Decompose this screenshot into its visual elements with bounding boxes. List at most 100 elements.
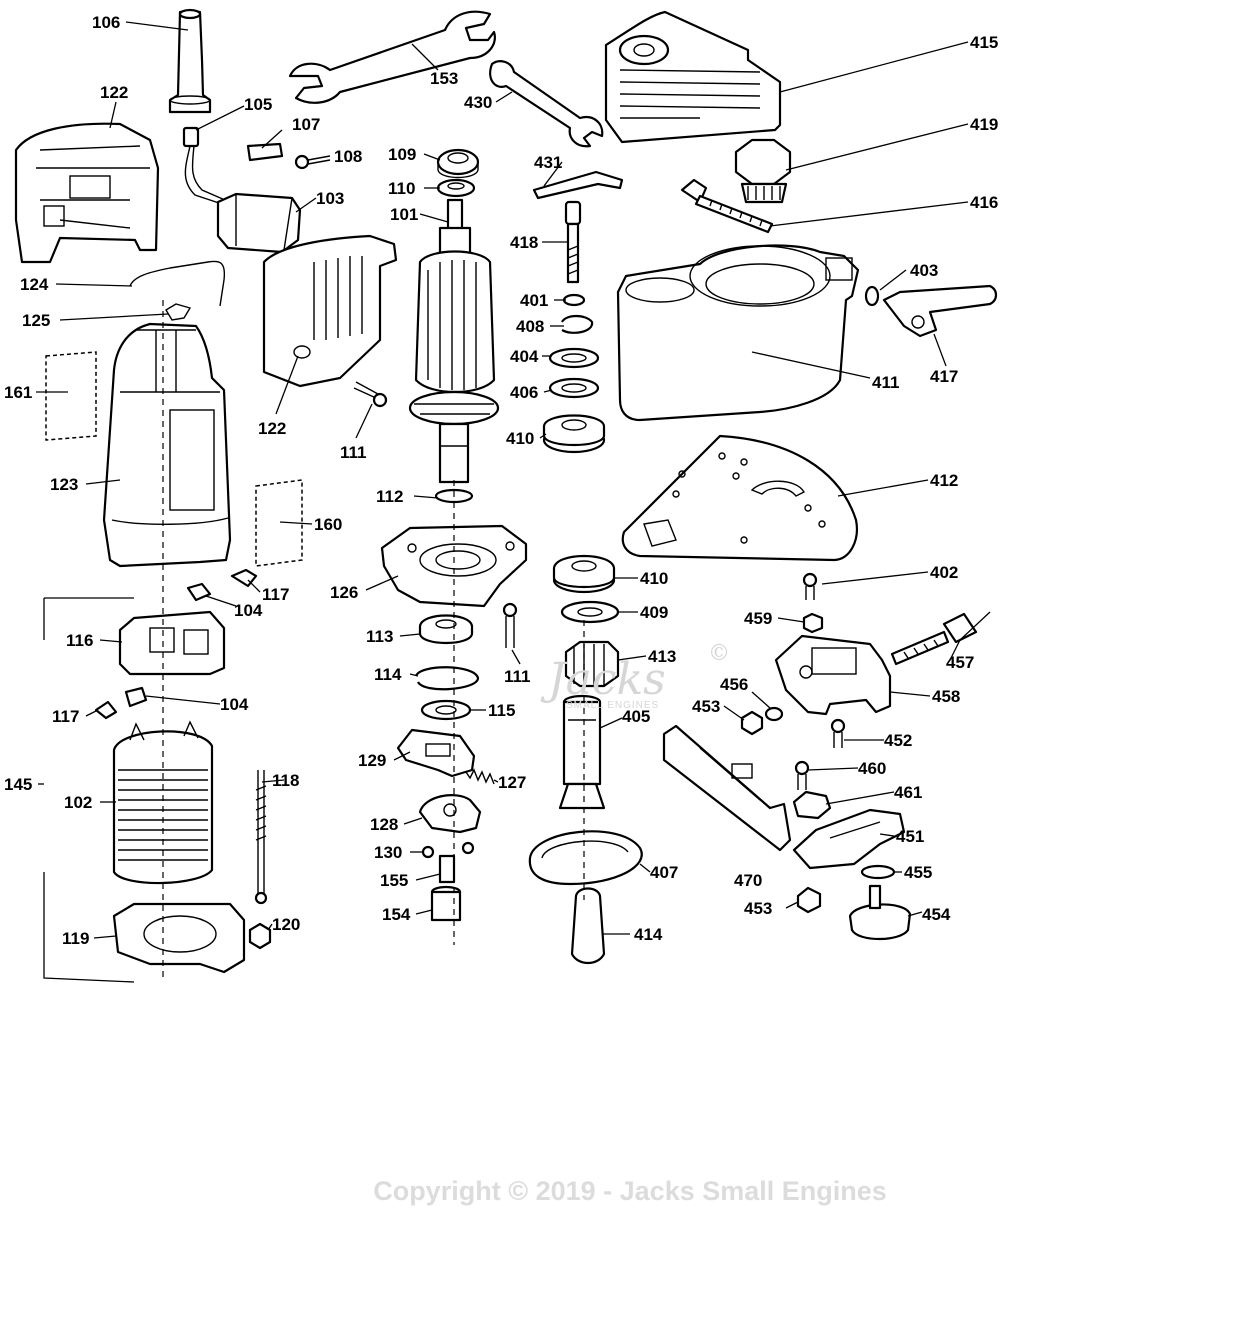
callout-153: 153 — [430, 69, 458, 88]
part-102-field-coil — [112, 720, 214, 885]
callout-459: 459 — [744, 609, 772, 628]
callout-129: 129 — [358, 751, 386, 770]
part-402-screw — [802, 572, 818, 600]
callout-461: 461 — [894, 783, 922, 802]
part-125-clip — [165, 303, 192, 321]
part-155-pin — [438, 854, 456, 884]
part-459-nut — [802, 612, 824, 634]
part-108-screw — [294, 154, 331, 170]
part-118-screw — [254, 770, 268, 905]
part-413-gear — [564, 640, 620, 688]
callout-416: 416 — [970, 193, 998, 212]
part-154-bushing — [430, 885, 462, 922]
part-460-screw — [794, 760, 810, 790]
callout-124: 124 — [20, 275, 49, 294]
callout-404: 404 — [510, 347, 539, 366]
callout-109: 109 — [388, 145, 416, 164]
callout-111-lower: 111 — [504, 667, 531, 686]
callout-431: 431 — [534, 153, 562, 172]
callout-405: 405 — [622, 707, 650, 726]
part-153-wrench — [288, 10, 496, 104]
part-454-knob — [848, 884, 912, 940]
part-461-block — [792, 790, 832, 820]
part-452-screw — [830, 718, 846, 748]
callout-408: 408 — [516, 317, 544, 336]
callout-409: 409 — [640, 603, 668, 622]
part-401-washer — [562, 293, 586, 307]
part-406-washer — [548, 377, 600, 399]
part-103-switch — [216, 192, 302, 254]
callout-430: 430 — [464, 93, 492, 112]
part-111-screw-a — [353, 381, 388, 408]
callout-145: 145 — [4, 775, 32, 794]
part-115-washer — [420, 699, 472, 721]
part-451-slide — [792, 808, 906, 870]
part-453-nut-a — [740, 710, 764, 736]
callout-104-upper: 104 — [234, 601, 263, 620]
callout-413: 413 — [648, 647, 676, 666]
callout-111-upper: 111 — [340, 443, 367, 462]
part-411-base — [616, 244, 860, 422]
callout-123: 123 — [50, 475, 78, 494]
callout-406: 406 — [510, 383, 538, 402]
callout-407: 407 — [650, 863, 678, 882]
part-431-hex-key — [532, 170, 624, 200]
part-101-armature — [408, 198, 500, 484]
part-410-bearing-b — [552, 554, 616, 594]
callout-451: 451 — [896, 827, 924, 846]
callout-126: 126 — [330, 583, 358, 602]
callout-117-upper: 117 — [262, 585, 289, 604]
copyright-text: Copyright © 2019 - Jacks Small Engines — [373, 1176, 887, 1206]
callout-402: 402 — [930, 563, 958, 582]
watermark-subtitle: SMALL ENGINES — [566, 700, 659, 711]
callout-106: 106 — [92, 13, 120, 32]
callout-105: 105 — [244, 95, 272, 114]
part-430-wrench — [489, 60, 604, 148]
callout-453-lower: 453 — [744, 899, 772, 918]
callout-104-lower: 104 — [220, 695, 249, 714]
part-128-cam — [418, 794, 482, 834]
part-122-cover — [262, 234, 398, 388]
callout-457: 457 — [946, 653, 974, 672]
part-120-nut — [248, 922, 272, 950]
part-409-washer — [560, 600, 620, 624]
part-110-ring — [436, 178, 476, 198]
callout-161: 161 — [4, 383, 32, 402]
part-114-circlip — [414, 666, 480, 691]
part-160-sheet — [255, 479, 303, 567]
parts-drawings — [14, 8, 998, 983]
part-458-bracket — [774, 634, 892, 716]
part-416-bolt — [680, 178, 774, 234]
part-124-wire — [129, 260, 226, 307]
part-404-washer — [548, 347, 600, 369]
part-105-cable — [182, 126, 226, 206]
callout-456: 456 — [720, 675, 748, 694]
part-104-brush-a — [186, 582, 212, 602]
part-455-washer — [860, 864, 896, 880]
callout-417: 417 — [930, 367, 958, 386]
callout-114: 114 — [374, 665, 402, 684]
part-415-cover — [604, 10, 782, 144]
part-116-brush-holder — [118, 610, 226, 676]
watermark-logo: Jacks — [540, 654, 666, 705]
callout-410-lower: 410 — [640, 569, 668, 588]
part-410-bearing-a — [542, 414, 606, 454]
callout-122-mid: 122 — [258, 419, 286, 438]
part-106-handle — [168, 8, 212, 114]
callout-128: 128 — [370, 815, 398, 834]
part-104-brush-b — [124, 686, 148, 708]
part-408-circlip — [561, 314, 594, 334]
callout-453-upper: 453 — [692, 697, 720, 716]
part-412-plate — [621, 434, 858, 562]
callout-102: 102 — [64, 793, 92, 812]
callout-415: 415 — [970, 33, 998, 52]
callout-107: 107 — [292, 115, 320, 134]
part-126-gearbox — [380, 524, 528, 608]
watermark: Jacks © SMALL ENGINES Copyright © 2019 -… — [373, 641, 887, 1206]
callout-414: 414 — [634, 925, 663, 944]
callout-401: 401 — [520, 291, 548, 310]
callout-122-top: 122 — [100, 83, 128, 102]
part-456-washer — [764, 706, 784, 722]
watermark-registered-mark: © — [708, 641, 730, 666]
